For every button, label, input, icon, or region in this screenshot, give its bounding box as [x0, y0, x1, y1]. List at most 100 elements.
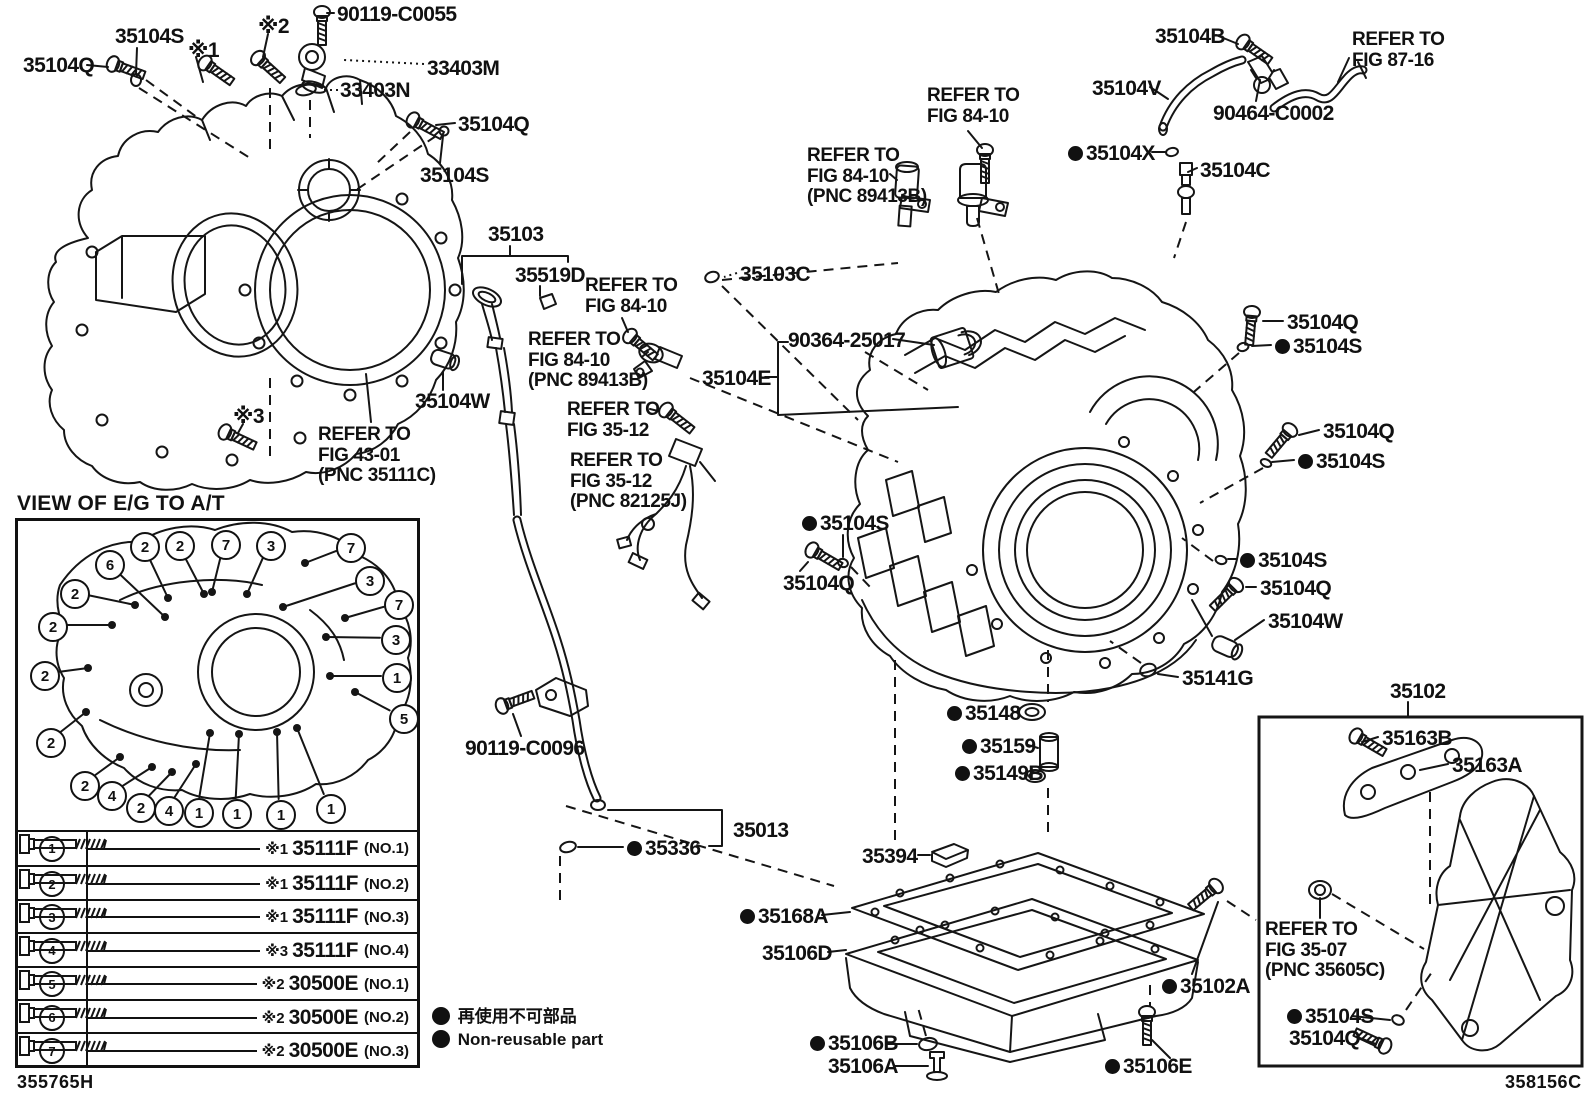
- part-label-90119-c0096: 90119-C0096: [465, 737, 585, 760]
- row-part-number: 30500E: [288, 1005, 359, 1029]
- part-label-90464-c0002: 90464-C0002: [1213, 102, 1334, 125]
- non-reusable-dot-icon: [955, 766, 970, 781]
- bolt-callout-1-12: 1: [382, 663, 412, 693]
- part-label-refer-to-fig-84-10: REFER TO FIG 84-10: [585, 275, 678, 317]
- part-label-35163b: 35163B: [1382, 727, 1453, 750]
- bolt-callout-1-21: 1: [266, 800, 296, 830]
- part-label-35104q: 35104Q: [458, 113, 530, 136]
- row-part-number: 30500E: [288, 972, 359, 996]
- part-label-refer-to-fig-43-01-pnc-35111c: REFER TO FIG 43-01 (PNC 35111C): [318, 424, 436, 487]
- row-number-badge: 2: [39, 871, 65, 898]
- part-label-35104v: 35104V: [1092, 77, 1161, 100]
- row-note: ※3: [265, 942, 289, 960]
- part-label-35104q: 35104Q: [1289, 1027, 1361, 1050]
- row-note: ※1: [265, 840, 289, 858]
- non-reusable-dot-icon: [1275, 339, 1290, 354]
- oil-strainer-filter: [929, 327, 982, 369]
- part-label-35104s: 35104S: [1275, 335, 1362, 359]
- part-label-35106d: 35106D: [762, 942, 833, 965]
- row-number-badge: 3: [39, 904, 65, 931]
- part-label-35394: 35394: [862, 845, 918, 868]
- row-position: (NO.2): [364, 1009, 409, 1027]
- row-note: ※1: [265, 876, 289, 894]
- non-reusable-dot-icon: [1105, 1059, 1120, 1074]
- part-label-35163a: 35163A: [1452, 754, 1523, 777]
- row-note: ※2: [261, 1009, 285, 1027]
- bolt-callout-5-13: 5: [389, 704, 419, 734]
- part-label-35103c: 35103C: [740, 263, 811, 286]
- part-label-35104q: 35104Q: [23, 54, 95, 77]
- bolt-callout-7-9: 7: [384, 590, 414, 620]
- part-label-35336: 35336: [627, 837, 701, 861]
- bolt-callout-7-5: 7: [336, 533, 366, 563]
- bolt-callout-3-8: 3: [355, 566, 385, 596]
- part-label-35104e: 35104E: [702, 367, 771, 390]
- non-reusable-dot-icon: [1240, 553, 1255, 568]
- part-label-35148: 35148: [947, 702, 1021, 726]
- row-leader-line: [86, 1050, 257, 1053]
- row-part-number: 35111F: [292, 836, 358, 860]
- non-reusable-dot-icon: [962, 739, 977, 754]
- row-position: (NO.1): [364, 840, 409, 858]
- part-label-refer-to-fig-87-16: REFER TO FIG 87-16: [1352, 29, 1445, 71]
- row-leader-line: [86, 983, 257, 986]
- bolt-callout-6-0: 6: [95, 550, 125, 580]
- part-label-35104q: 35104Q: [1287, 311, 1359, 334]
- bolt-callout-2-17: 2: [126, 793, 156, 823]
- part-label-35104s: 35104S: [1240, 549, 1327, 573]
- part-label-35104x: 35104X: [1068, 142, 1155, 166]
- bolt-callout-4-16: 4: [97, 781, 127, 811]
- part-label-refer-to-fig-35-12-pnc-82125j: REFER TO FIG 35-12 (PNC 82125J): [570, 450, 687, 513]
- part-label-35104s: 35104S: [115, 25, 184, 48]
- part-label-35106e: 35106E: [1105, 1055, 1192, 1079]
- row-leader-line: [86, 883, 261, 886]
- part-label-35104b: 35104B: [1155, 25, 1226, 48]
- bolt-callout-2-6: 2: [60, 579, 90, 609]
- part-label-35106b: 35106B: [810, 1032, 899, 1056]
- oil-pan-and-gaskets: [845, 843, 1205, 1081]
- figure-id-right: 358156C: [1505, 1072, 1582, 1092]
- row-leader-line: [86, 1016, 257, 1019]
- non-reusable-dot-icon: [802, 516, 817, 531]
- right-side-hardware: [801, 304, 1301, 915]
- part-label-35168a: 35168A: [740, 905, 829, 929]
- part-label-refer-to-fig-35-07-pnc-35605c: REFER TO FIG 35-07 (PNC 35605C): [1265, 919, 1385, 982]
- row-position: (NO.2): [364, 875, 409, 893]
- part-label-33403n: 33403N: [340, 79, 411, 102]
- row-position: (NO.4): [364, 942, 409, 960]
- legend-en-text: Non-reusable part: [457, 1030, 604, 1049]
- bolt-callout-3-4: 3: [256, 531, 286, 561]
- part-label-3: ※3: [233, 405, 265, 428]
- row-number-badge: 4: [39, 937, 65, 964]
- legend-nonreusable-en: Non-reusable part: [432, 1030, 603, 1050]
- part-label-35159: 35159: [962, 735, 1036, 759]
- non-reusable-dot-icon: [627, 841, 642, 856]
- row-position: (NO.1): [364, 975, 409, 993]
- row-number-badge: 7: [39, 1038, 65, 1065]
- part-label-35106a: 35106A: [828, 1055, 899, 1078]
- row-position: (NO.3): [364, 908, 409, 926]
- non-reusable-dot-icon: [432, 1007, 450, 1025]
- row-part-number: 30500E: [288, 1039, 359, 1063]
- part-label-35104q: 35104Q: [1323, 420, 1395, 443]
- right-transaxle-case: [846, 270, 1247, 702]
- part-label-35104q: 35104Q: [1260, 577, 1332, 600]
- row-part-number: 35111F: [292, 905, 358, 929]
- non-reusable-dot-icon: [432, 1030, 450, 1048]
- non-reusable-dot-icon: [1162, 979, 1177, 994]
- view-box-title: VIEW OF E/G TO A/T: [17, 492, 225, 515]
- bolt-callout-2-1: 2: [130, 532, 160, 562]
- part-label-35103: 35103: [488, 223, 544, 246]
- figure-id-left: 355765H: [17, 1072, 94, 1092]
- bolt-callout-2-2: 2: [165, 531, 195, 561]
- non-reusable-dot-icon: [1287, 1009, 1302, 1024]
- row-position: (NO.3): [364, 1042, 409, 1060]
- part-label-35102: 35102: [1390, 680, 1446, 703]
- bolt-callout-4-18: 4: [154, 796, 184, 826]
- part-label-35104c: 35104C: [1200, 159, 1271, 182]
